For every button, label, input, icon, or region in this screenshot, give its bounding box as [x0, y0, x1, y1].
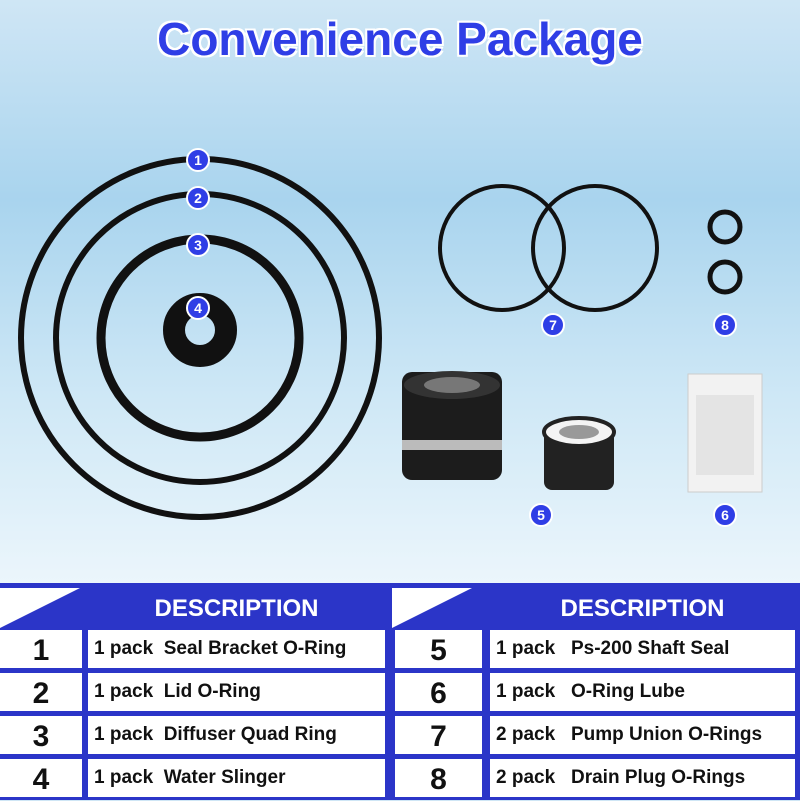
row-description: 1 pack Lid O-Ring	[88, 673, 385, 711]
row-description: 2 pack Drain Plug O-Rings	[490, 759, 795, 797]
item-number-badge: 2	[186, 186, 210, 210]
header-corner	[0, 588, 80, 628]
row-description: 1 pack Water Slinger	[88, 759, 385, 797]
drain-plug-o-ring	[707, 259, 743, 295]
shaft-seal	[402, 371, 616, 490]
row-number: 8	[395, 759, 482, 797]
row-number: 2	[0, 673, 82, 711]
page-title: Convenience Package	[157, 13, 643, 65]
diffuser-quad-ring	[96, 234, 304, 442]
row-description: 1 pack Diffuser Quad Ring	[88, 716, 385, 754]
item-number-badge: 4	[186, 296, 210, 320]
seal-bracket-o-ring	[18, 156, 382, 520]
right-header: DESCRIPTION	[560, 595, 725, 622]
left-header: DESCRIPTION	[154, 595, 319, 622]
item-number-badge: 3	[186, 233, 210, 257]
item-number-badge: 7	[541, 313, 565, 337]
item-number-badge: 1	[186, 148, 210, 172]
drain-plug-o-ring	[707, 209, 743, 245]
row-description: 2 pack Pump Union O-Rings	[490, 716, 795, 754]
header-corner	[392, 588, 472, 628]
row-description: 1 pack Seal Bracket O-Ring	[88, 630, 385, 668]
o-ring-lube-packet	[687, 373, 763, 493]
row-number: 1	[0, 630, 82, 668]
row-number: 7	[395, 716, 482, 754]
item-number-badge: 5	[529, 503, 553, 527]
product-illustration	[18, 156, 763, 520]
row-number: 6	[395, 673, 482, 711]
pump-union-o-ring	[438, 184, 566, 312]
row-number: 5	[395, 630, 482, 668]
row-number: 3	[0, 716, 82, 754]
row-description: 1 pack Ps-200 Shaft Seal	[490, 630, 795, 668]
row-number: 4	[0, 759, 82, 797]
item-number-badge: 8	[713, 313, 737, 337]
item-number-badge: 6	[713, 503, 737, 527]
pump-union-o-ring	[531, 184, 659, 312]
row-description: 1 pack O-Ring Lube	[490, 673, 795, 711]
